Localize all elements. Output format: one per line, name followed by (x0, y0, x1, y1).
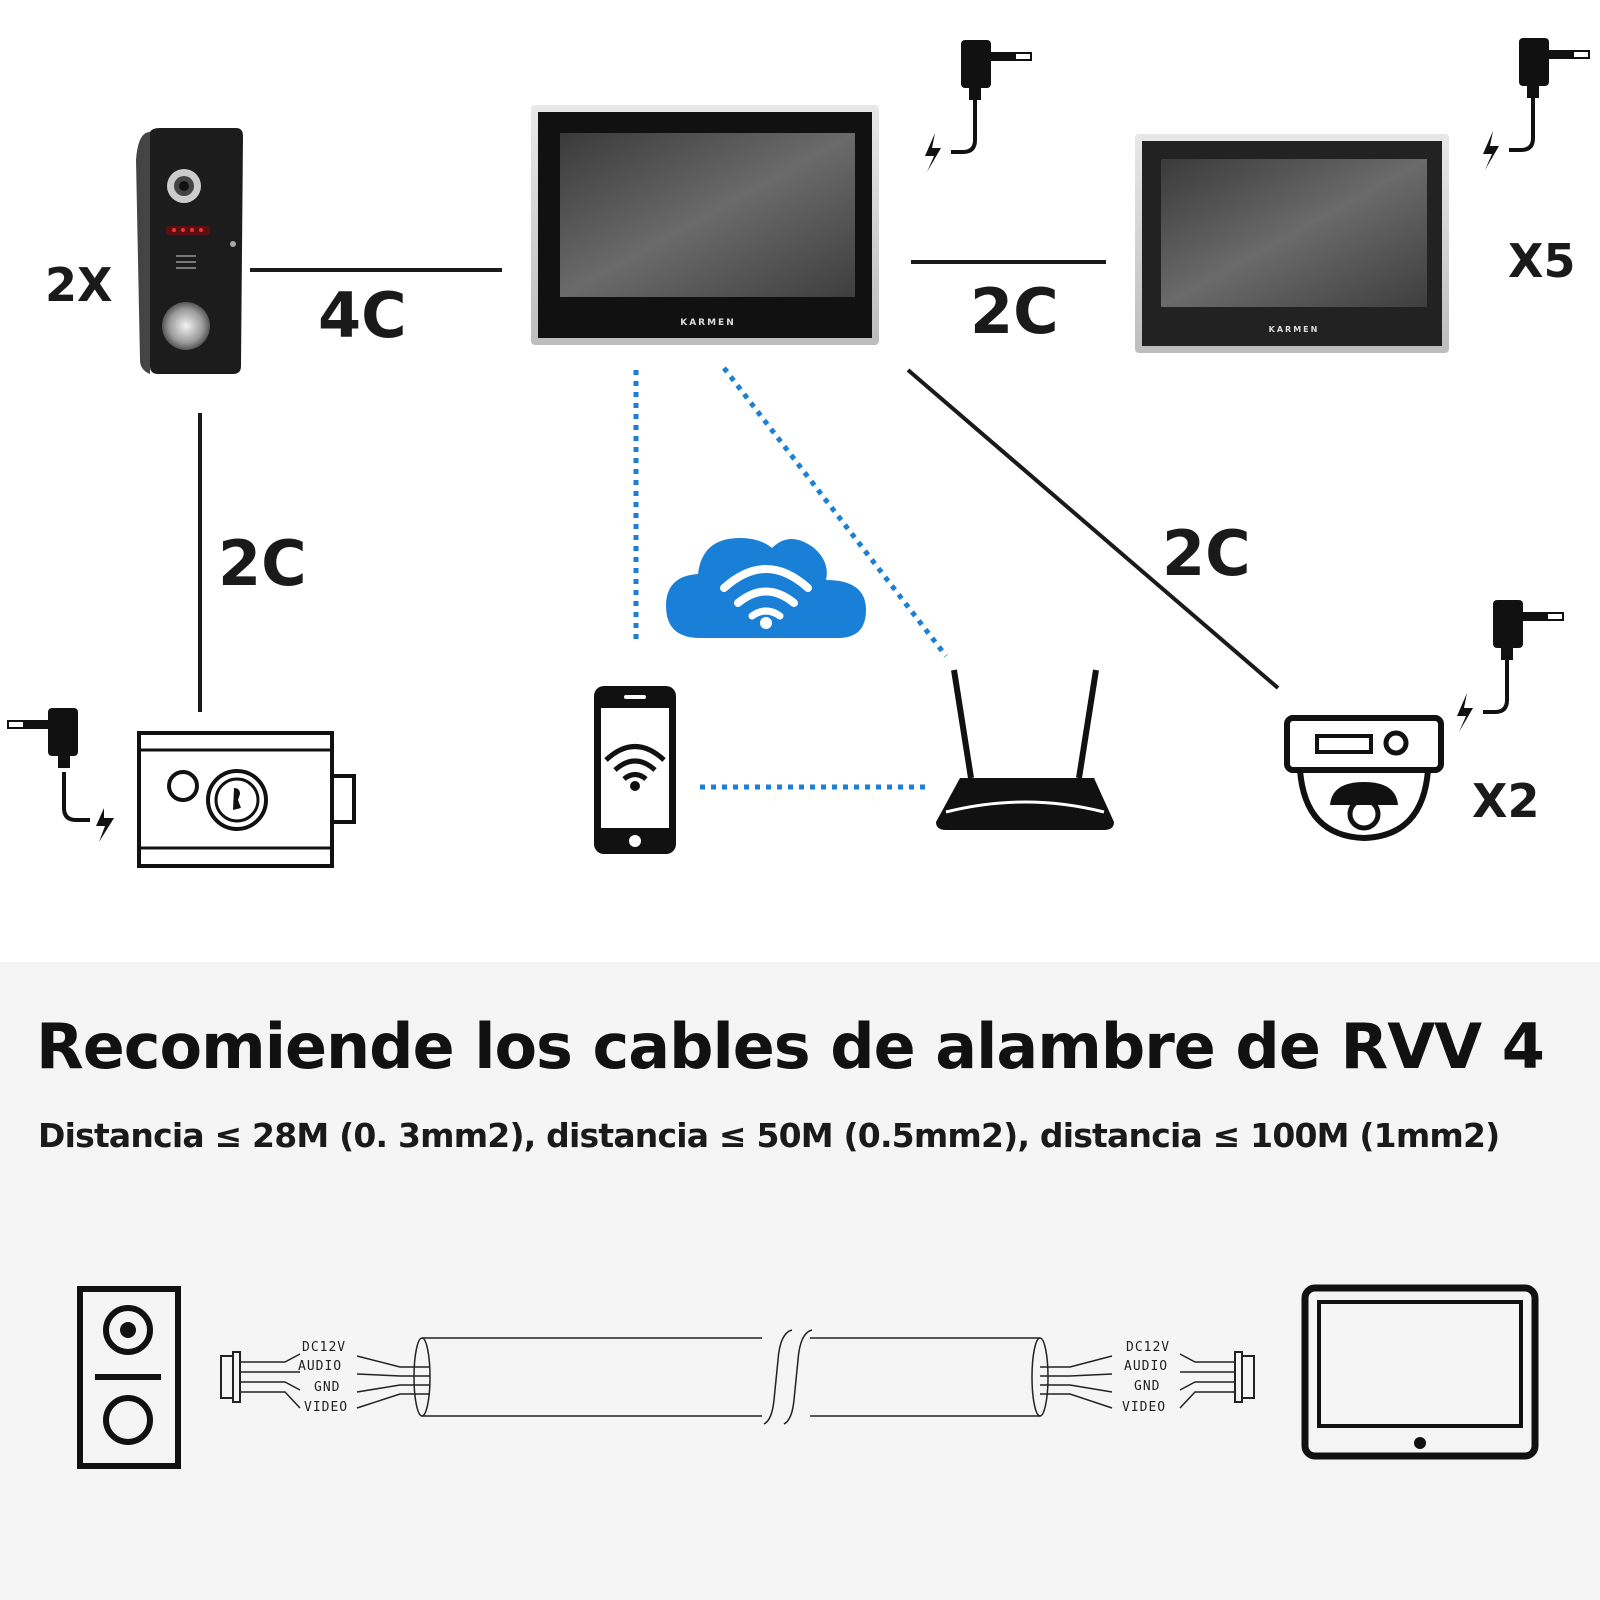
extra-monitor-count-label: X5 (1508, 234, 1575, 288)
left-wire-label-dc12v: DC12V (302, 1340, 346, 1355)
camera-count-label: X2 (1472, 774, 1539, 828)
recommendation-subtitle: Distancia ≤ 28M (0. 3mm2), distancia ≤ 5… (38, 1116, 1500, 1155)
right-wire-label-dc12v: DC12V (1126, 1340, 1170, 1355)
power-adapter-icon (1483, 37, 1590, 170)
doorbell-monitor-cable-label: 4C (318, 279, 407, 352)
right-wire-label-video: VIDEO (1122, 1400, 1166, 1415)
recommendation-panel (0, 962, 1600, 1600)
power-adapter-icon (1457, 599, 1564, 732)
power-adapter-icon (925, 39, 1032, 172)
left-wire-label-gnd: GND (314, 1380, 340, 1395)
right-wire-label-gnd: GND (1134, 1379, 1160, 1394)
power-adapter-icon (7, 707, 79, 769)
monitor-camera-cable-label: 2C (1162, 517, 1251, 590)
lock-icon (137, 731, 356, 868)
extra-monitor-brand: KARMEN (1269, 325, 1320, 334)
cable-monitor-camera (906, 368, 1280, 690)
doorbell-symbol-icon (77, 1286, 181, 1469)
monitor-symbol-icon (1301, 1284, 1539, 1460)
system-diagram: 2X 4C KARMEN 2C KARMEN X5 2C 2C (7, 37, 1590, 868)
main-monitor-brand: KARMEN (680, 318, 736, 328)
phone-icon (594, 686, 676, 854)
left-wire-label-video: VIDEO (304, 1400, 348, 1415)
main-monitor-icon (531, 105, 879, 345)
right-wire-label-audio: AUDIO (1124, 1359, 1168, 1374)
cloud-wifi-icon (666, 538, 866, 638)
monitor-monitor-cable-label: 2C (970, 275, 1059, 348)
doorbell-count-label: 2X (45, 258, 112, 312)
doorbell-lock-cable-label: 2C (218, 527, 307, 600)
wiring-diagram: DC12V AUDIO GND VIDEO DC12V AUDIO GND VI… (77, 1284, 1539, 1469)
camera-icon (1284, 715, 1444, 842)
left-wire-label-audio: AUDIO (298, 1359, 342, 1374)
recommendation-title: Recomiende los cables de alambre de RVV … (36, 1010, 1545, 1083)
doorbell-icon (136, 128, 243, 374)
router-icon (936, 669, 1114, 830)
extra-monitor-icon (1135, 134, 1449, 353)
